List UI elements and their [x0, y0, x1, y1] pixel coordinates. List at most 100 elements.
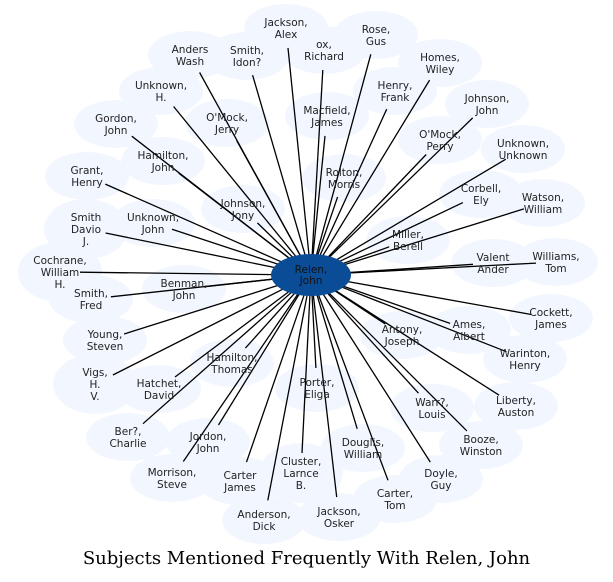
node-henry-frank[interactable]: Henry,Frank	[378, 80, 413, 104]
node-benman-john[interactable]: Benman,John	[161, 278, 208, 302]
node-label-line: Cochrane,	[33, 255, 86, 267]
node-label-line: Jerry	[214, 124, 239, 136]
node-label-line: Unknown,	[135, 80, 187, 92]
node-doyle-guy[interactable]: Doyle,Guy	[424, 468, 457, 492]
node-grant-henry[interactable]: Grant,Henry	[71, 165, 104, 189]
node-bg-unknown-john	[111, 199, 195, 247]
node-watson-william[interactable]: Watson,William	[522, 192, 564, 216]
node-ber-charlie[interactable]: Ber?,Charlie	[109, 426, 146, 450]
node-bg-macfield-james	[285, 92, 369, 140]
node-hamilton-thomas[interactable]: Hamilton,Thomas	[207, 352, 258, 376]
node-porter-eliga[interactable]: Porter,Eliga	[300, 377, 335, 401]
node-label-line: Louis	[418, 409, 445, 421]
node-label-line: ox,	[316, 39, 332, 51]
center-label-line: Relen,	[295, 264, 328, 276]
node-omock-perry[interactable]: O'Mock,Perry	[419, 129, 461, 153]
edge-macfield-james	[312, 135, 326, 257]
node-morrison-steve[interactable]: Morrison,Steve	[148, 467, 197, 491]
node-douglis-william[interactable]: Douglis,William	[342, 437, 384, 461]
node-antony-joseph[interactable]: Antony,Joseph	[382, 324, 423, 348]
edge-jordon-john	[217, 292, 301, 426]
node-label-line: Grant,	[71, 165, 104, 177]
node-label-line: Auston	[498, 407, 535, 419]
node-jackson-osker[interactable]: Jackson,Osker	[316, 506, 360, 530]
node-gordon-john[interactable]: Gordon,John	[95, 113, 137, 137]
node-label-line: Larnce	[283, 468, 318, 480]
edge-rose-gus	[315, 54, 372, 257]
node-warinton-henry[interactable]: Warinton,Henry	[500, 348, 551, 372]
node-hatchet-david[interactable]: Hatchet,David	[137, 378, 182, 402]
node-unknown-john[interactable]: Unknown,John	[127, 212, 179, 236]
node-label-line: Jony	[231, 210, 254, 222]
edge-williams-tom	[346, 262, 537, 274]
node-johnson-jony[interactable]: Johnson,Jony	[220, 198, 266, 222]
edge-johnson-john	[327, 117, 474, 259]
node-omock-jerry[interactable]: O'Mock,Jerry	[206, 112, 248, 136]
node-booze-winston[interactable]: Booze,Winston	[460, 434, 502, 458]
edge-booze-winston	[327, 291, 468, 432]
node-bg-porter-eliga	[275, 364, 359, 412]
node-rose-gus[interactable]: Rose,Gus	[362, 24, 391, 48]
node-anderson-dick[interactable]: Anderson,Dick	[237, 509, 290, 533]
node-label-line: Miller,	[392, 229, 424, 241]
node-label-line: Hamilton,	[207, 352, 258, 364]
node-williams-tom[interactable]: Williams,Tom	[532, 251, 579, 275]
node-label-line: Steve	[157, 479, 187, 491]
node-label-line: Morris	[328, 179, 360, 191]
node-bg-omock-perry	[398, 116, 482, 164]
node-liberty-auston[interactable]: Liberty,Auston	[496, 395, 536, 419]
node-cockett-james[interactable]: Cockett,James	[529, 307, 572, 331]
edge-smith-fred	[110, 278, 276, 298]
center-node[interactable]: Relen,John	[271, 254, 351, 296]
node-label-line: H.	[155, 92, 166, 104]
node-corbell-ely[interactable]: Corbell,Ely	[461, 183, 501, 207]
node-label-line: Idon?	[233, 57, 261, 69]
node-label-line: Davio	[71, 224, 101, 236]
node-label-line: Tom	[383, 500, 405, 512]
node-label-line: Unknown,	[497, 138, 549, 150]
node-vigs-h-v[interactable]: Vigs,H.V.	[82, 367, 107, 403]
node-bg-valentine-anderson	[451, 239, 535, 287]
edge-ber-charlie	[142, 290, 294, 425]
node-unknown-h[interactable]: Unknown,H.	[135, 80, 187, 104]
node-hamilton-john[interactable]: Hamilton,John	[138, 150, 189, 174]
node-bg-rolton-morris	[302, 154, 386, 202]
edge-corbell-ely	[337, 202, 464, 263]
node-rolton-morris[interactable]: Rolton,Morris	[326, 167, 363, 191]
node-fox-richard[interactable]: ox,Richard	[304, 39, 344, 63]
node-bg-cockett-james	[509, 294, 593, 342]
node-label-line: Johnson,	[220, 198, 266, 210]
node-label-line: John	[196, 443, 220, 455]
node-label-line: John	[141, 224, 165, 236]
node-macfield-james[interactable]: Macfield,James	[303, 105, 350, 129]
edge-miller-berell	[340, 246, 390, 265]
edge-watson-william	[341, 208, 525, 267]
node-homes-wiley[interactable]: Homes,Wiley	[420, 52, 460, 76]
node-miller-berell[interactable]: Miller,Berell	[392, 229, 424, 253]
node-label-line: Cockett,	[529, 307, 572, 319]
node-label-line: John	[104, 125, 128, 137]
node-carter-tom[interactable]: Carter,Tom	[377, 488, 413, 512]
node-smith-idon[interactable]: Smith,Idon?	[230, 45, 264, 69]
node-warr-louis[interactable]: Warr?,Louis	[415, 397, 449, 421]
node-ames-albert[interactable]: Ames,Albert	[453, 319, 486, 343]
edge-jackson-alex	[287, 47, 310, 257]
node-unknown-unknown[interactable]: Unknown,Unknown	[497, 138, 549, 162]
node-jackson-alex[interactable]: Jackson,Alex	[263, 17, 307, 41]
node-young-steven[interactable]: Young,Steven	[87, 329, 124, 353]
node-johnson-john[interactable]: Johnson,John	[464, 93, 510, 117]
node-smith-fred[interactable]: Smith,Fred	[74, 288, 108, 312]
node-bg-anderson-dick	[222, 496, 306, 544]
node-label-line: Gus	[366, 36, 386, 48]
edge-smith-david-j	[105, 232, 278, 269]
node-jordon-john[interactable]: Jordon,John	[189, 431, 227, 455]
node-label-line: Eliga	[304, 389, 330, 401]
node-label-line: Cluster,	[281, 456, 322, 468]
node-label-line: Hatchet,	[137, 378, 182, 390]
